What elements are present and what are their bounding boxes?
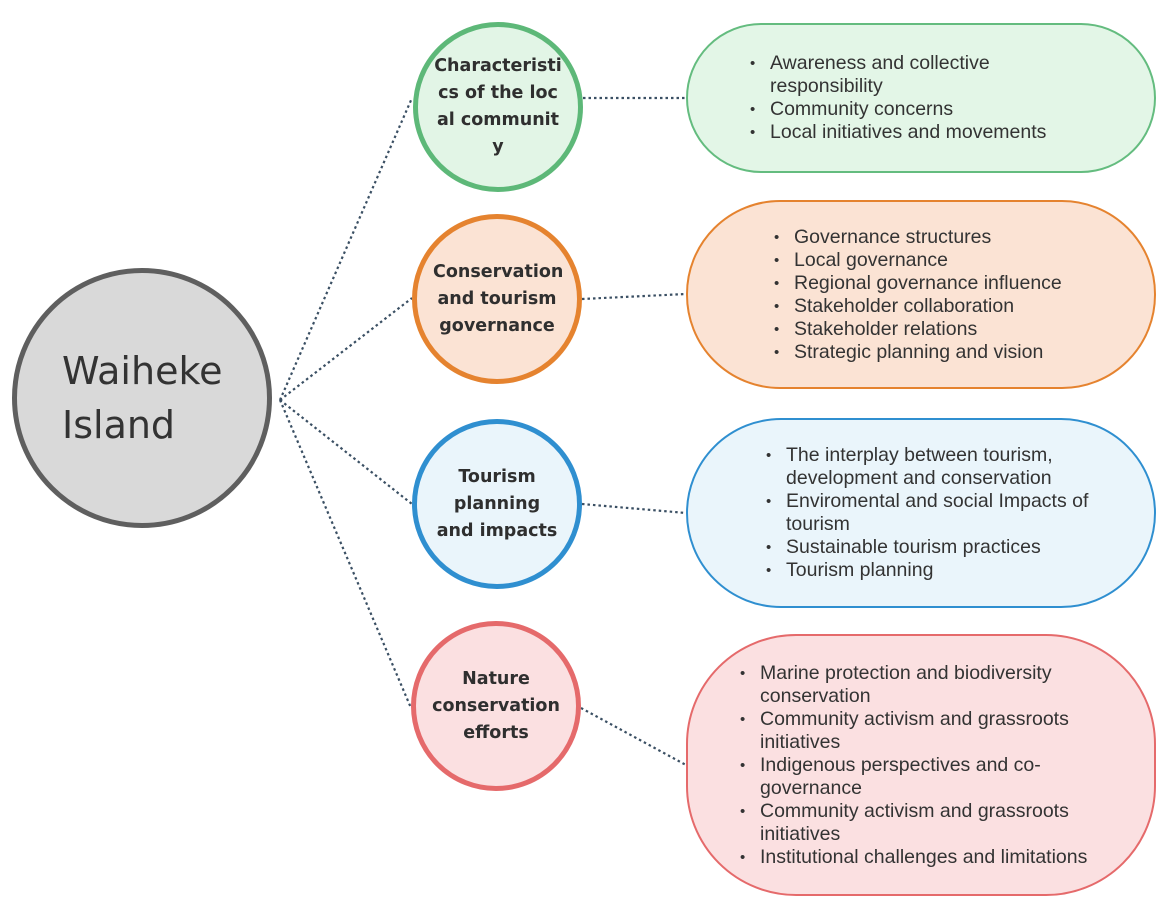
theme-label-conservation: Nature conservation efforts (432, 668, 560, 743)
details-list-governance: Governance structures Local governance R… (770, 226, 1140, 364)
connector-center-to-community (278, 97, 414, 401)
list-item: Institutional challenges and limitations (736, 846, 1136, 869)
theme-label-community: Characteristics of the local community (434, 56, 562, 157)
list-item: Community concerns (746, 98, 1076, 121)
connector-center-to-tourism (279, 399, 413, 505)
list-item: Sustainable tourism practices (762, 536, 1112, 559)
details-box-governance: Governance structures Local governance R… (686, 200, 1156, 389)
list-item: Local governance (770, 249, 1140, 272)
list-item: Community activism and grassroots initia… (736, 708, 1136, 754)
details-list-conservation: Marine protection and biodiversity conse… (736, 662, 1136, 869)
details-box-conservation: Marine protection and biodiversity conse… (686, 634, 1156, 896)
connector-tourism-to-details (581, 502, 687, 515)
theme-node-governance: Conservation and tourism governance (412, 214, 582, 384)
list-item: Governance structures (770, 226, 1140, 249)
theme-label-tourism: Tourism planning and impacts (436, 466, 558, 541)
connector-center-to-conservation (278, 399, 413, 709)
central-topic-node: Waiheke Island (12, 268, 272, 528)
theme-node-tourism: Tourism planning and impacts (412, 419, 582, 589)
list-item: Stakeholder relations (770, 318, 1140, 341)
central-topic-label: Waiheke Island (62, 349, 223, 447)
list-item: Stakeholder collaboration (770, 295, 1140, 318)
list-item: Community activism and grassroots initia… (736, 800, 1136, 846)
list-item: Awareness and collective responsibility (746, 52, 1076, 98)
details-list-community: Awareness and collective responsibility … (746, 52, 1076, 144)
theme-label-governance: Conservation and tourism governance (433, 261, 564, 336)
details-list-tourism: The interplay between tourism, developme… (762, 444, 1112, 582)
theme-node-community: Characteristics of the local community (413, 22, 583, 192)
list-item: Marine protection and biodiversity conse… (736, 662, 1136, 708)
list-item: The interplay between tourism, developme… (762, 444, 1112, 490)
theme-node-conservation: Nature conservation efforts (411, 621, 581, 791)
connector-governance-to-details (581, 292, 687, 301)
connector-conservation-to-details (580, 707, 687, 766)
details-box-tourism: The interplay between tourism, developme… (686, 418, 1156, 608)
list-item: Enviromental and social Impacts of touri… (762, 490, 1112, 536)
list-item: Regional governance influence (770, 272, 1140, 295)
list-item: Indigenous perspectives and co-governanc… (736, 754, 1136, 800)
list-item: Tourism planning (762, 559, 1112, 582)
list-item: Strategic planning and vision (770, 341, 1140, 364)
list-item: Local initiatives and movements (746, 121, 1076, 144)
connector-center-to-governance (279, 297, 413, 401)
details-box-community: Awareness and collective responsibility … (686, 23, 1156, 173)
